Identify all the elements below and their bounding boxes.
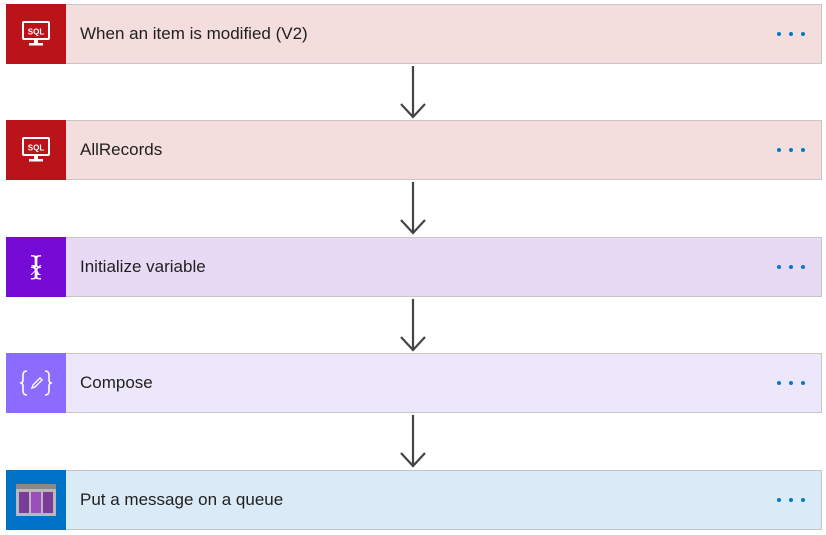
- more-options-icon[interactable]: [769, 14, 813, 54]
- svg-text:{: {: [28, 252, 45, 282]
- more-options-icon[interactable]: [769, 480, 813, 520]
- more-options-icon[interactable]: [769, 130, 813, 170]
- sql-server-icon: SQL: [6, 120, 66, 180]
- flow-arrow-icon: [400, 415, 426, 468]
- more-options-icon[interactable]: [769, 363, 813, 403]
- svg-text:x: x: [30, 256, 41, 280]
- step-card-trigger[interactable]: SQL When an item is modified (V2): [6, 4, 822, 64]
- step-card-allrecords[interactable]: SQL AllRecords: [6, 120, 822, 180]
- svg-text:}: }: [28, 252, 45, 282]
- variable-icon: { x }: [6, 237, 66, 297]
- sql-server-icon: SQL: [6, 4, 66, 64]
- step-title: Put a message on a queue: [80, 490, 284, 509]
- flow-arrow-icon: [400, 299, 426, 352]
- flow-arrow-icon: [400, 66, 426, 119]
- compose-icon: [6, 353, 66, 413]
- step-card-initialize-variable[interactable]: { x } Initialize variable: [6, 237, 822, 297]
- flow-arrow-icon: [400, 182, 426, 235]
- more-options-icon[interactable]: [769, 247, 813, 287]
- step-card-compose[interactable]: Compose: [6, 353, 822, 413]
- step-title: When an item is modified (V2): [80, 24, 308, 43]
- step-title: Compose: [80, 373, 153, 392]
- step-title: AllRecords: [80, 140, 163, 159]
- azure-queue-icon: [6, 470, 66, 530]
- step-card-put-message-queue[interactable]: Put a message on a queue: [6, 470, 822, 530]
- svg-text:SQL: SQL: [28, 28, 45, 37]
- step-title: Initialize variable: [80, 257, 206, 276]
- svg-text:SQL: SQL: [28, 144, 45, 153]
